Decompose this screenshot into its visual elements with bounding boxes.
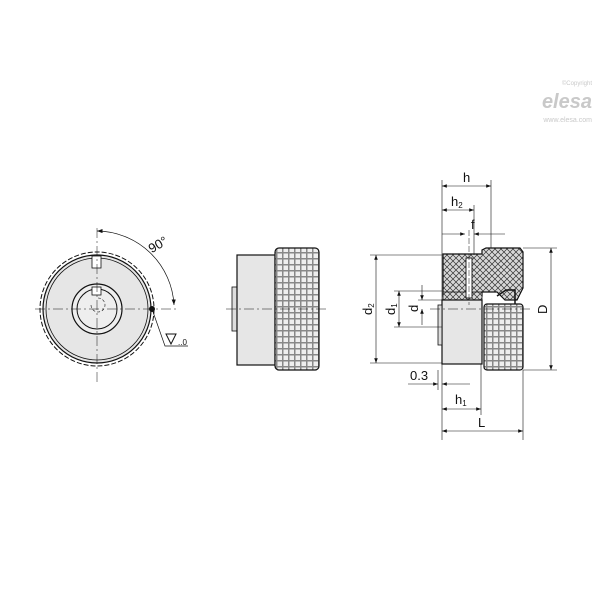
- dim-d: d: [406, 305, 421, 312]
- surface-leader: [151, 308, 188, 347]
- elesa-watermark: ©Copyright elesa www.elesa.com: [542, 80, 592, 126]
- angle-arc: [96, 228, 176, 306]
- dim-h: h: [463, 170, 470, 185]
- hub-section: [441, 299, 483, 365]
- copyright-text: ©Copyright: [561, 81, 592, 87]
- dim-gap: 0.3: [410, 368, 428, 383]
- surface-symbol-icon: [165, 333, 177, 346]
- dim-d1: d1: [383, 303, 399, 315]
- side-view: [226, 247, 326, 371]
- dim-h1: h1: [455, 392, 467, 408]
- dim-f: f: [471, 217, 475, 232]
- dim-h2: h2: [451, 194, 463, 210]
- section-view: [370, 180, 557, 440]
- setscrew-slot: [91, 255, 102, 269]
- brand-url: www.elesa.com: [543, 117, 592, 124]
- dim-d2: d2: [360, 303, 376, 315]
- angle-label: 90°: [146, 233, 171, 256]
- knurl-section: [483, 303, 524, 371]
- dimension-labels: h h2 f d2 d1 d D 0.3 h1 L: [360, 170, 550, 430]
- dim-D: D: [535, 305, 550, 314]
- knob-body-side: [236, 254, 276, 366]
- dim-L: L: [478, 415, 485, 430]
- brand-logo: elesa: [541, 91, 592, 113]
- surface-value: ..0: [178, 338, 187, 347]
- front-view: [35, 228, 188, 382]
